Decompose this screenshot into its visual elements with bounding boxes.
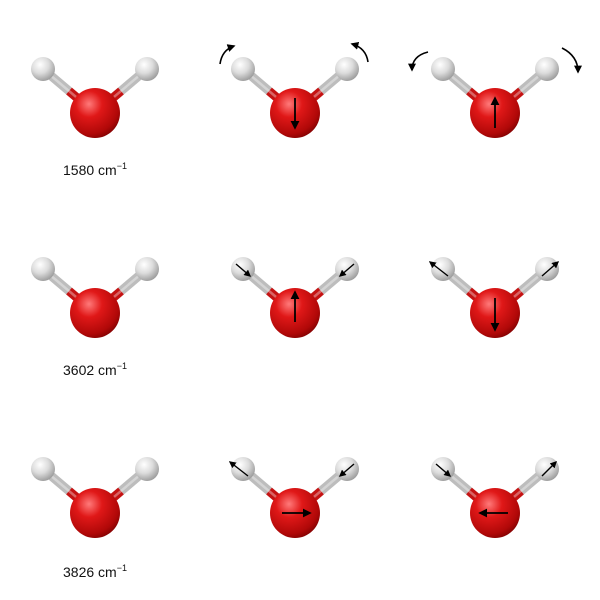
molecule-equilibrium-asymmetric (31, 457, 159, 538)
frequency-unit: cm (98, 564, 117, 580)
molecule-bend-phase-b (408, 47, 582, 138)
hydrogen-atom-left (231, 257, 255, 281)
hydrogen-left-arrow-in (235, 263, 252, 277)
hydrogen-atom-right (535, 457, 559, 481)
hydrogen-left-arrow-out (228, 461, 249, 477)
hydrogen-right-arrow-out (541, 461, 557, 477)
hydrogen-atom-left (31, 257, 55, 281)
hydrogen-atom-right (535, 257, 559, 281)
frequency-label-asymmetric-stretch: 3826 cm−1 (25, 560, 165, 580)
hydrogen-atom-left (431, 257, 455, 281)
hydrogen-atom-left (31, 457, 55, 481)
hydrogen-atom-right (135, 257, 159, 281)
unit-exponent: −1 (116, 563, 127, 573)
hydrogen-right-arrow-in (338, 463, 355, 477)
hydrogen-atom-right (335, 457, 359, 481)
frequency-value: 3602 (63, 362, 95, 378)
hydrogen-atom-right (535, 57, 559, 81)
hydrogen-left-arrow-in (435, 463, 452, 477)
unit-exponent: −1 (116, 161, 127, 171)
hydrogen-right-arrow-in (338, 263, 355, 277)
hydrogen-atom-left (231, 57, 255, 81)
hydrogen-atom-right (135, 57, 159, 81)
molecule-symmetric-phase-a (231, 257, 359, 338)
molecule-bend-phase-a (219, 41, 369, 138)
molecule-asymmetric-phase-b (431, 457, 559, 538)
hydrogen-left-rotation-arrow (408, 51, 429, 72)
hydrogen-right-arrow-out (541, 261, 560, 277)
hydrogen-atom-left (231, 457, 255, 481)
hydrogen-left-arrow-out (428, 261, 449, 277)
molecule-asymmetric-phase-a (228, 457, 359, 538)
frequency-unit: cm (98, 162, 117, 178)
frequency-label-symmetric-stretch: 3602 cm−1 (25, 358, 165, 378)
hydrogen-atom-right (335, 57, 359, 81)
hydrogen-atom-left (431, 57, 455, 81)
frequency-value: 3826 (63, 564, 95, 580)
hydrogen-right-rotation-arrow (350, 41, 369, 63)
molecule-grid (31, 41, 582, 538)
hydrogen-atom-right (135, 457, 159, 481)
oxygen-atom (70, 488, 120, 538)
unit-exponent: −1 (116, 361, 127, 371)
frequency-value: 1580 (63, 162, 95, 178)
hydrogen-left-rotation-arrow (219, 44, 236, 65)
hydrogen-atom-left (31, 57, 55, 81)
molecule-equilibrium-symmetric (31, 257, 159, 338)
frequency-label-bend: 1580 cm−1 (25, 158, 165, 178)
frequency-unit: cm (98, 362, 117, 378)
hydrogen-atom-left (431, 457, 455, 481)
molecule-symmetric-phase-b (428, 257, 560, 338)
molecule-equilibrium-bend (31, 57, 159, 138)
hydrogen-right-rotation-arrow (561, 47, 582, 74)
oxygen-atom (70, 88, 120, 138)
oxygen-atom (70, 288, 120, 338)
hydrogen-atom-right (335, 257, 359, 281)
